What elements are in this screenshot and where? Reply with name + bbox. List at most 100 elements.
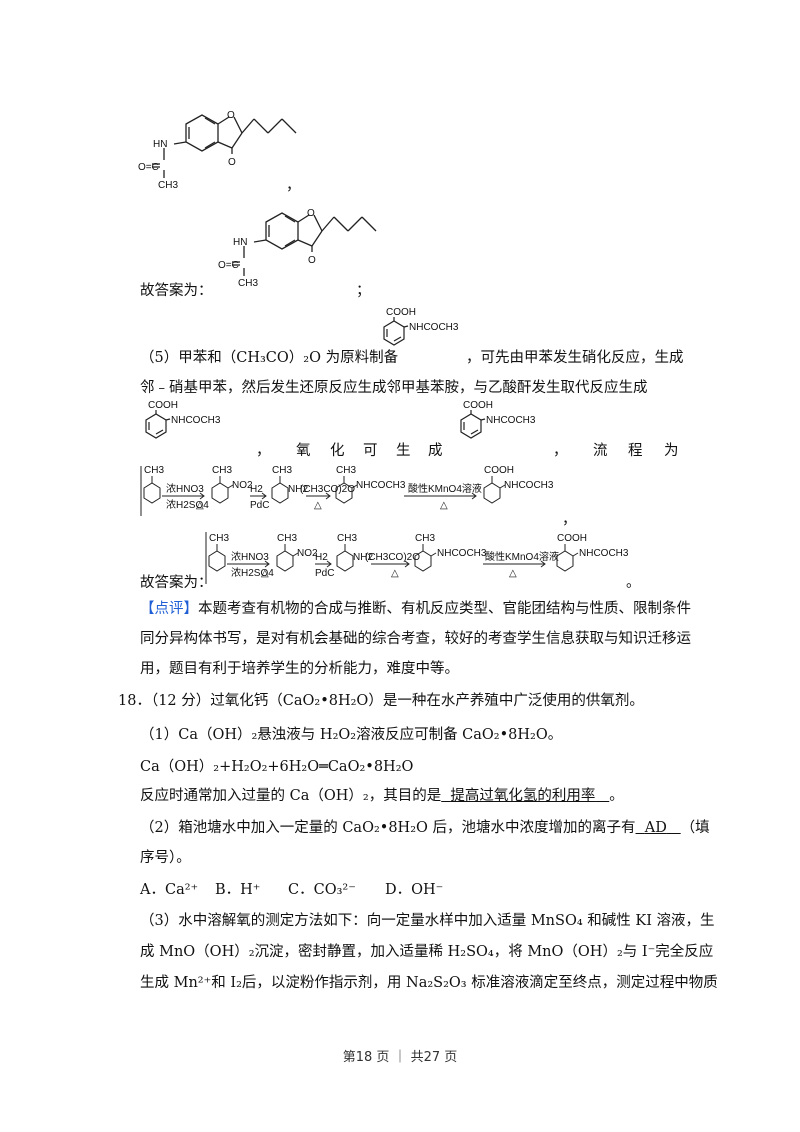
q18-option-d: D．OH⁻ [385,882,444,898]
part5-word-5: 成 [428,443,443,459]
flow-label-9: NH2 [288,484,308,495]
cooh-label: COOH [463,400,493,411]
acetamidobenzoic-acid-structure: COOH NHCOCH3 [378,305,468,357]
part5-word-2: 化 [330,443,345,459]
q18-reason-suffix: 。 [609,788,624,804]
flow-label-4: CH3 [277,533,297,544]
q18-part3-line1: （3）水中溶解氧的测定方法如下：向一定量水样中加入适量 MnSO₄ 和碱性 KI… [140,913,715,929]
q18-option-a: A．Ca²⁺ [140,882,199,898]
carbonyl-label: O=C [138,162,159,173]
comment-line-1: 【点评】本题考查有机物的合成与推断、有机反应类型、官能团结构与性质、限制条件 [140,599,691,619]
acetamido-benzofuranone-structure-answer: O HN O=C CH3 O [208,206,388,296]
answer-label-2: 故答案为： [140,575,213,591]
comment-line-2: 同分异构体书写，是对有机会基础的综合考查，较好的考查学生信息获取与知识迁移运 [140,631,691,647]
q18-part2-answer: AD [636,820,681,836]
methyl-label: CH3 [238,278,258,289]
q18-option-b: B．H⁺ [215,882,261,898]
flow-label-17: NHCOCH3 [579,548,629,559]
comment-line-1-text: 本题考查有机物的合成与推断、有机反应类型、官能团结构与性质、限制条件 [198,601,691,617]
flow-label-4: CH3 [212,465,232,476]
q18-part1: （1）Ca（OH）₂悬浊液与 H₂O₂溶液反应可制备 CaO₂•8H₂O。 [140,727,563,743]
flow-label-17: NHCOCH3 [504,480,554,491]
methyl-label: CH3 [158,180,178,191]
q18-equation: Ca（OH）₂+H₂O₂+6H₂O═CaO₂•8H₂O [140,759,414,775]
flow-label-16: COOH [484,465,514,476]
flow-label-15: △ [509,568,517,579]
flow-label-5: NO2 [232,480,253,491]
part5-line2: 邻﹣硝基甲苯，然后发生还原反应生成邻甲基苯胺，与乙酸酐发生取代反应生成 [140,380,648,396]
cooh-label: COOH [386,307,416,318]
cooh-label: COOH [148,400,178,411]
nh-label: HN [153,139,167,150]
q18-part3-line2: 成 MnO（OH）₂沉淀，密封静置，加入适量稀 H₂SO₄，将 MnO（OH）₂… [140,944,714,960]
acetamidobenzoic-acid-structure-2: COOH NHCOCH3 [140,398,240,450]
flow-label-10: (CH3CO)2O [365,552,420,563]
part5-tail-0: ， [553,443,568,459]
nhcoch3-label: NHCOCH3 [486,415,536,426]
answer-label-1: 故答案为： [140,283,213,299]
flow-label-3: △ [196,500,204,511]
part5-tail-1: 流 [593,443,608,459]
synthesis-flow-scheme-answer: CH3 浓HNO3 浓H2SO4 △ CH3 NO2 H2 PdC CH3 NH… [205,528,645,586]
part5-word-1: 氧 [296,443,311,459]
flow-label-0: CH3 [209,533,229,544]
comment-tag: 【点评】 [140,601,198,617]
part5-line1-prefix: （5）甲苯和（CH₃CO）₂O 为原料制备 [140,350,399,366]
flow-label-2: 浓H2SO4 [166,499,209,511]
q18-part2-line2: 序号）。 [140,850,191,866]
flow-label-6: H2 [315,552,328,563]
flow-label-9: NH2 [353,552,373,563]
flow-label-14: 酸性KMnO4溶液 [485,550,559,563]
nh-label: HN [233,237,247,248]
q18-part3-line3: 生成 Mn²⁺和 I₂后，以淀粉作指示剂，用 Na₂S₂O₃ 标准溶液滴定至终点… [140,975,718,991]
ring-oxygen-label: O [307,208,315,219]
q18-reason-answer-text: 提高过氧化氢的利用率 [450,788,596,804]
flow-label-15: △ [440,500,448,511]
q18-reason-line: 反应时通常加入过量的 Ca（OH）₂，其目的是 提高过氧化氢的利用率 。 [140,786,624,806]
comma-after-flow: ， [562,512,577,528]
part5-line1-suffix: ，可先由甲苯发生硝化反应，生成 [466,350,684,366]
flow-label-1: 浓HNO3 [231,551,269,563]
flow-label-8: CH3 [337,533,357,544]
page-footer: 第18 页 ｜ 共27 页 [342,1050,458,1065]
acetamido-benzofuranone-structure: O HN O=C CH3 O [128,108,308,198]
comment-line-3: 用，题目有利于培养学生的分析能力，难度中等。 [140,661,459,677]
part5-tail-3: 为 [664,443,679,459]
ketone-oxygen-label: O [308,255,316,266]
flow-label-3: △ [261,568,269,579]
synthesis-flow-scheme: CH3 浓HNO3 浓H2SO4 △ CH3 NO2 H2 PdC CH3 NH… [140,462,580,518]
q18-part2-line: （2）箱池塘水中加入一定量的 CaO₂•8H₂O 后，池塘水中浓度增加的离子有 … [140,818,710,838]
flow-label-16: COOH [557,533,587,544]
carbonyl-label: O=C [218,260,239,271]
period-after-flow: 。 [626,575,641,591]
flow-label-13: NHCOCH3 [437,548,487,559]
flow-label-5: NO2 [297,548,318,559]
q18-option-c: C．CO₃²⁻ [288,882,356,898]
flow-label-11: △ [391,568,399,579]
part5-word-4: 生 [396,443,411,459]
nhcoch3-label: NHCOCH3 [409,322,459,333]
acetamidobenzoic-acid-structure-3: COOH NHCOCH3 [455,398,555,450]
part5-tail-2: 程 [628,443,643,459]
semicolon-1: ； [356,283,371,299]
flow-label-10: (CH3CO)2O [300,484,355,495]
q18-header: 18．（12 分）过氧化钙（CaO₂•8H₂O）是一种在水产养殖中广泛使用的供氧… [118,693,644,709]
flow-label-0: CH3 [144,465,164,476]
part5-word-0: ， [256,443,271,459]
part5-word-3: 可 [363,443,378,459]
flow-label-13: NHCOCH3 [356,480,406,491]
flow-label-12: CH3 [336,465,356,476]
q18-part2-suffix: （填 [680,820,710,836]
q18-part2-answer-text: AD [644,820,667,836]
comma-1: ， [286,178,301,194]
flow-label-8: CH3 [272,465,292,476]
q18-reason-prefix: 反应时通常加入过量的 Ca（OH）₂，其目的是 [140,788,442,804]
q18-part2-prefix: （2）箱池塘水中加入一定量的 CaO₂•8H₂O 后，池塘水中浓度增加的离子有 [140,820,636,836]
q18-reason-answer: 提高过氧化氢的利用率 [441,788,609,804]
flow-label-11: △ [314,500,322,511]
flow-label-12: CH3 [415,533,435,544]
flow-label-6: H2 [250,484,263,495]
ring-oxygen-label: O [227,110,235,121]
flow-label-7: PdC [250,500,269,511]
